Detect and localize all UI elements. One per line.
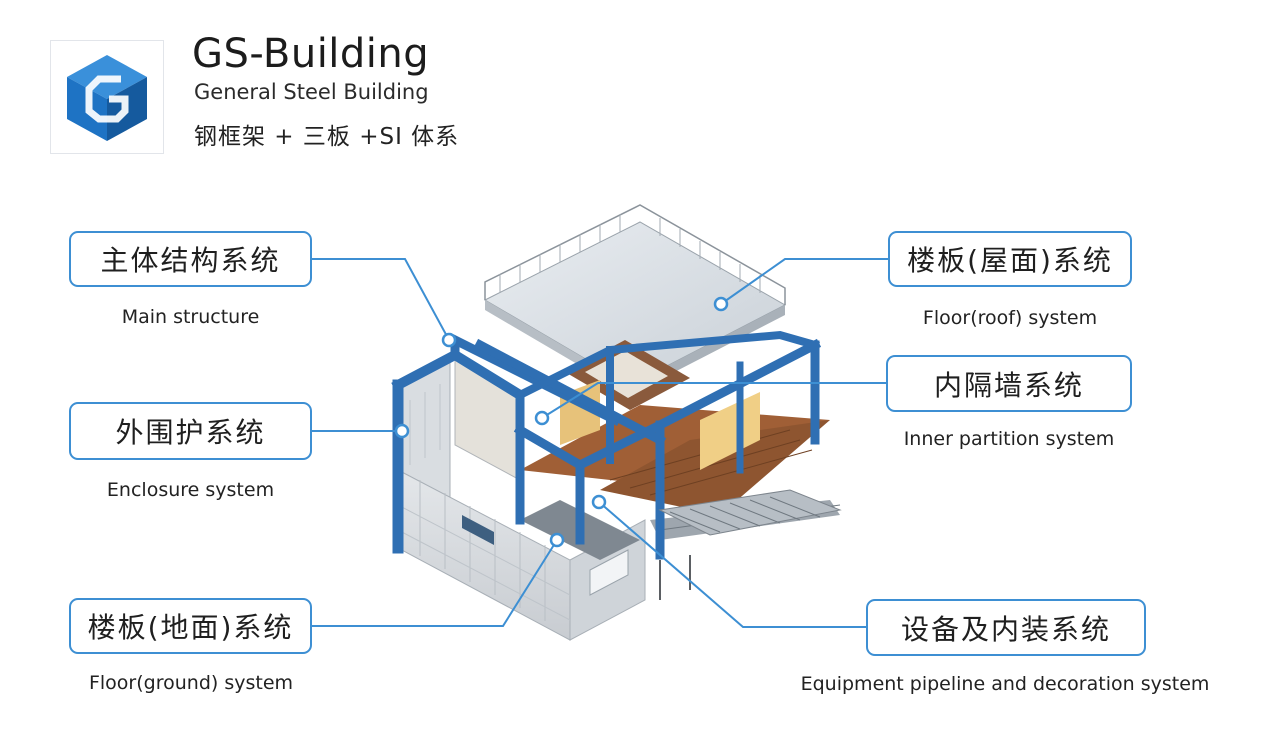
callout-inner-partition-en: Inner partition system: [903, 428, 1115, 450]
brand-subtitle: General Steel Building: [194, 80, 429, 104]
callout-main-structure: 主体结构系统: [69, 231, 312, 287]
callout-floor-ground-en: Floor(ground) system: [88, 672, 294, 694]
callout-equipment-en: Equipment pipeline and decoration system: [800, 673, 1210, 695]
callout-inner-partition: 内隔墙系统: [886, 355, 1132, 412]
leader-lines: [312, 258, 888, 628]
marker-main-structure: [441, 332, 457, 348]
callout-main-structure-en: Main structure: [121, 306, 260, 328]
leader-floor-roof: [720, 258, 888, 305]
leader-main-structure: [312, 258, 450, 341]
marker-floor-roof: [713, 296, 729, 312]
marker-floor-ground: [549, 532, 565, 548]
marker-inner-partition: [534, 410, 550, 426]
leader-floor-ground: [312, 539, 558, 627]
brand-title: GS-Building: [192, 31, 430, 77]
gs-cube-logo-icon: [67, 55, 147, 141]
leader-inner-partition: [541, 382, 886, 419]
marker-enclosure: [394, 423, 410, 439]
callout-floor-roof: 楼板(屋面)系统: [888, 231, 1132, 287]
leader-markers: [394, 296, 729, 548]
logo: [50, 40, 164, 154]
callout-floor-ground: 楼板(地面)系统: [69, 598, 312, 654]
marker-equipment: [591, 494, 607, 510]
callout-enclosure: 外围护系统: [69, 402, 312, 460]
callout-equipment: 设备及内装系统: [866, 599, 1146, 656]
callout-floor-roof-en: Floor(roof) system: [922, 307, 1098, 329]
roof-slab: [483, 204, 787, 410]
callout-enclosure-en: Enclosure system: [106, 479, 275, 501]
leader-equipment: [598, 501, 866, 628]
external-stair: [658, 489, 842, 536]
brand-tagline: 钢框架 + 三板 +SI 体系: [194, 124, 460, 150]
